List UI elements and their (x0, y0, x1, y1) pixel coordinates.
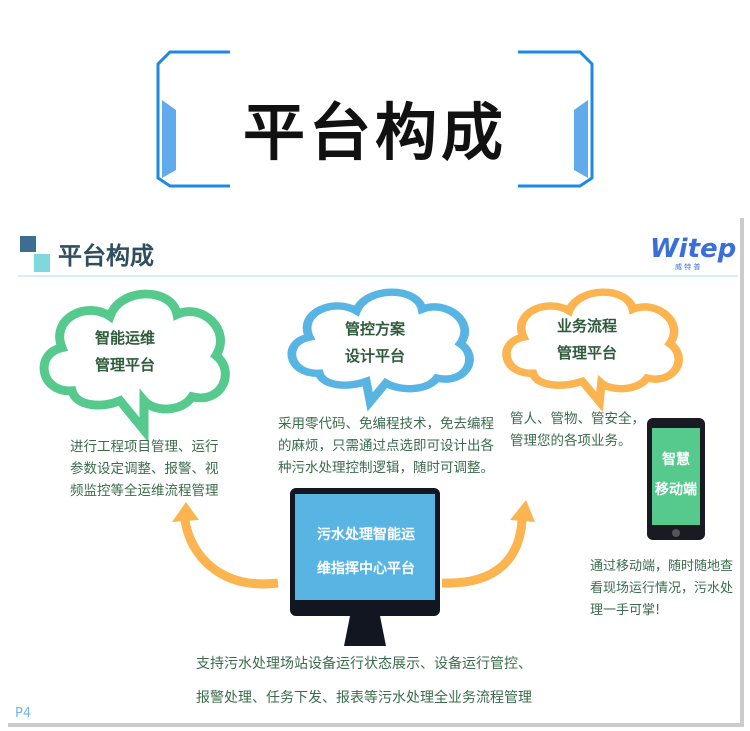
arrow-left-icon (172, 502, 279, 589)
label-line: 智慧 (662, 452, 690, 468)
cloud-orange-label: 业务流程 管理平台 (537, 313, 637, 367)
desc-line: 报警处理、任务下发、报表等污水处理全业务流程管理 (196, 690, 532, 706)
phone-icon (647, 418, 705, 540)
label-line: 污水处理智能运 (317, 527, 415, 543)
desc-line: 支持污水处理场站设备运行状态展示、设备运行管控、 (196, 656, 532, 672)
cloud-orange-desc: 管人、管物、管安全， 管理您的各项业务。 (510, 408, 645, 452)
logo: Witep (650, 234, 737, 264)
arrow-right-icon (441, 500, 535, 588)
slide (8, 218, 744, 727)
desc-line: 采用零代码、免编程技术，免去编程 (278, 416, 494, 432)
slide-title-square-light (34, 254, 50, 272)
phone-label: 智慧 移动端 (650, 445, 702, 505)
page-number: P4 (15, 706, 32, 721)
label-line: 设计平台 (344, 347, 405, 365)
desc-line: 参数设定调整、报警、视 (70, 461, 219, 477)
center-desc: 支持污水处理场站设备运行状态展示、设备运行管控、 报警处理、任务下发、报表等污水… (196, 647, 532, 715)
cloud-green-label: 智能运维 管理平台 (75, 325, 175, 379)
label-line: 管控方案 (344, 320, 405, 338)
desc-line: 管人、管物、管安全， (510, 411, 645, 427)
label-line: 智能运维 (94, 329, 155, 347)
slide-title-square-dark (20, 236, 36, 252)
label-line: 移动端 (655, 482, 697, 498)
label-line: 业务流程 (556, 317, 617, 335)
monitor-label: 污水处理智能运 维指挥中心平台 (298, 518, 434, 586)
desc-line: 进行工程项目管理、运行 (70, 439, 219, 455)
cloud-blue-desc: 采用零代码、免编程技术，免去编程 的麻烦，只需通过点选即可设计出各 种污水处理控… (278, 413, 494, 479)
desc-line: 管理您的各项业务。 (510, 433, 632, 449)
cloud-green-desc: 进行工程项目管理、运行 参数设定调整、报警、视 频监控等全运维流程管理 (70, 436, 219, 502)
cloud-orange (502, 288, 683, 413)
cloud-blue-label: 管控方案 设计平台 (325, 316, 425, 370)
label-line: 管理平台 (94, 356, 155, 374)
desc-line: 理一手可掌! (590, 603, 661, 618)
label-line: 维指挥中心平台 (317, 561, 415, 577)
desc-line: 通过移动端，随时随地查 (590, 559, 734, 574)
slide-title: 平台构成 (58, 242, 154, 270)
cloud-green (39, 289, 230, 443)
monitor-icon (290, 488, 440, 646)
page-title: 平台构成 (242, 96, 507, 169)
cloud-blue (287, 288, 474, 412)
title-divider (18, 275, 738, 277)
desc-line: 种污水处理控制逻辑，随时可调整。 (278, 460, 494, 476)
desc-line: 频监控等全运维流程管理 (70, 483, 219, 499)
desc-line: 看现场运行情况，污水处 (590, 581, 734, 596)
logo-subtitle: 威 特 普 (675, 263, 701, 271)
label-line: 管理平台 (556, 344, 617, 362)
mobile-desc: 通过移动端，随时随地查 看现场运行情况，污水处 理一手可掌! (590, 556, 733, 622)
title-frame-right-bracket (518, 50, 594, 188)
title-frame-left-bracket (156, 50, 230, 188)
desc-line: 的麻烦，只需通过点选即可设计出各 (278, 438, 494, 454)
